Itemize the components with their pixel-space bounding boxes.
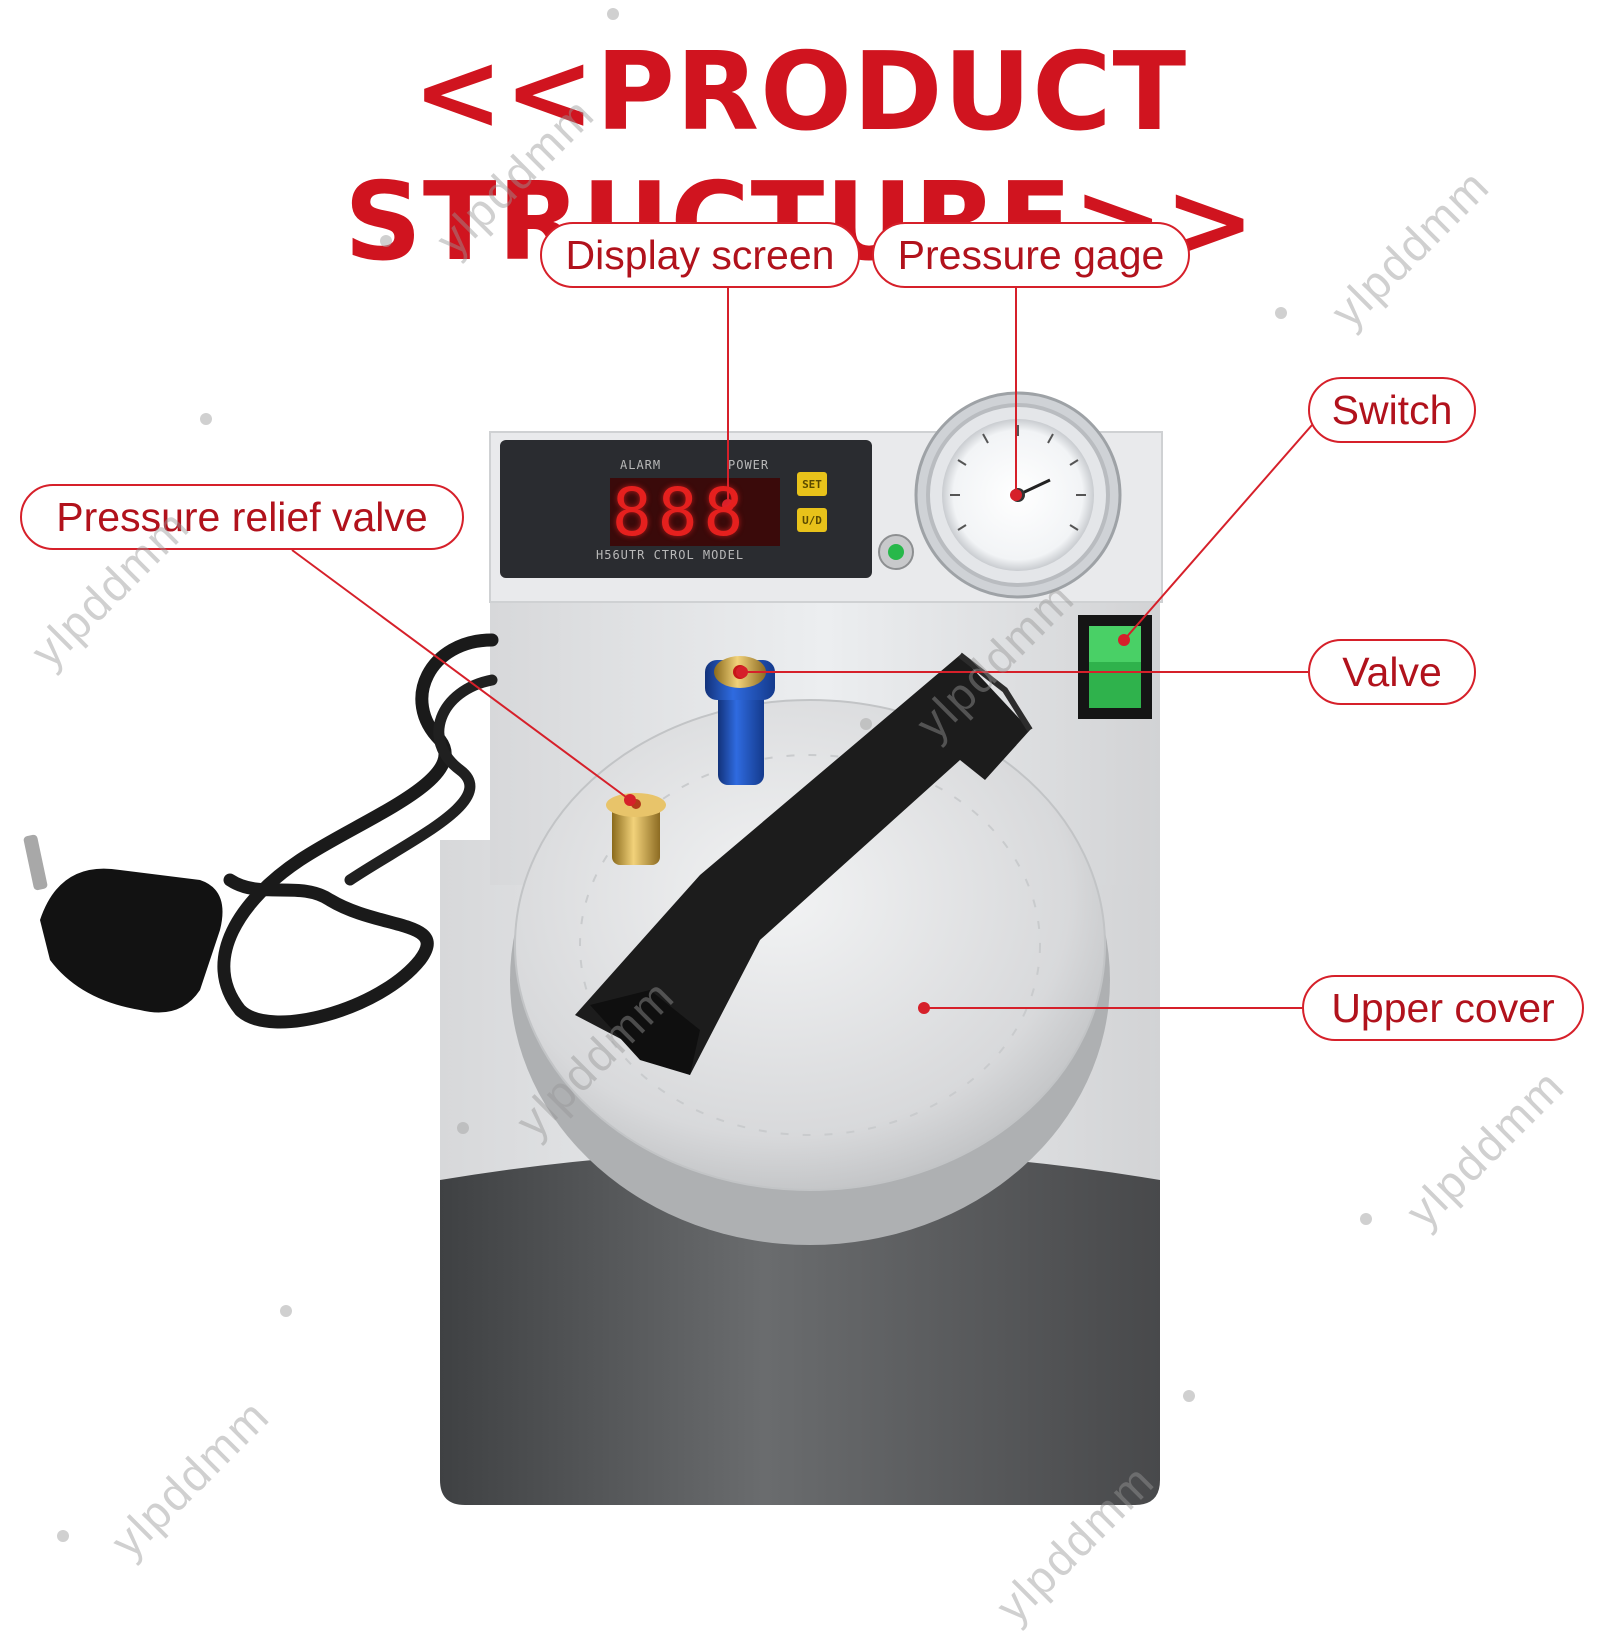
valve-body <box>705 656 775 785</box>
lid-handle <box>575 652 1033 1075</box>
rocker-switch-icon <box>1078 615 1152 719</box>
device-illustration <box>23 287 1313 1505</box>
watermark-dot <box>57 1530 69 1542</box>
panel-power-label: POWER <box>728 458 770 472</box>
upper-cover <box>514 699 1106 1191</box>
watermark-dot <box>380 235 392 247</box>
callout-switch: Switch <box>1308 377 1476 443</box>
leader-pressure-relief-valve <box>291 549 631 801</box>
callout-display-screen: Display screen <box>540 222 860 288</box>
watermark-dot <box>1275 307 1287 319</box>
watermark-dot <box>457 1122 469 1134</box>
callout-upper-cover: Upper cover <box>1302 975 1584 1041</box>
panel-alarm-label: ALARM <box>620 458 662 472</box>
watermark-dot <box>280 1305 292 1317</box>
callout-valve: Valve <box>1308 639 1476 705</box>
watermark-dot <box>1360 1213 1372 1225</box>
set-button-label: SET <box>802 477 822 491</box>
set-button <box>797 472 827 496</box>
leader-switch <box>1123 424 1313 641</box>
watermark-dot <box>200 413 212 425</box>
display-digits: 888 <box>612 474 750 551</box>
leader-lines <box>291 287 1313 1009</box>
product-structure-diagram: <<PRODUCT STRUCTURE>> <box>20 8 1584 1632</box>
pressure-relief-valve-body <box>606 793 666 865</box>
panel-model-label: H56UTR CTROL MODEL <box>596 548 745 562</box>
display-window <box>610 478 780 546</box>
updown-button <box>797 508 827 532</box>
watermark-dot <box>607 8 619 20</box>
updown-button-label: U/D <box>802 513 822 527</box>
watermark-dot <box>860 718 872 730</box>
callout-pressure-gage: Pressure gage <box>872 222 1190 288</box>
watermark-dot <box>1183 1390 1195 1402</box>
leader-dots <box>624 489 1130 1014</box>
callout-pressure-relief-valve: Pressure relief valve <box>20 484 464 550</box>
power-plug-icon <box>23 633 499 1029</box>
